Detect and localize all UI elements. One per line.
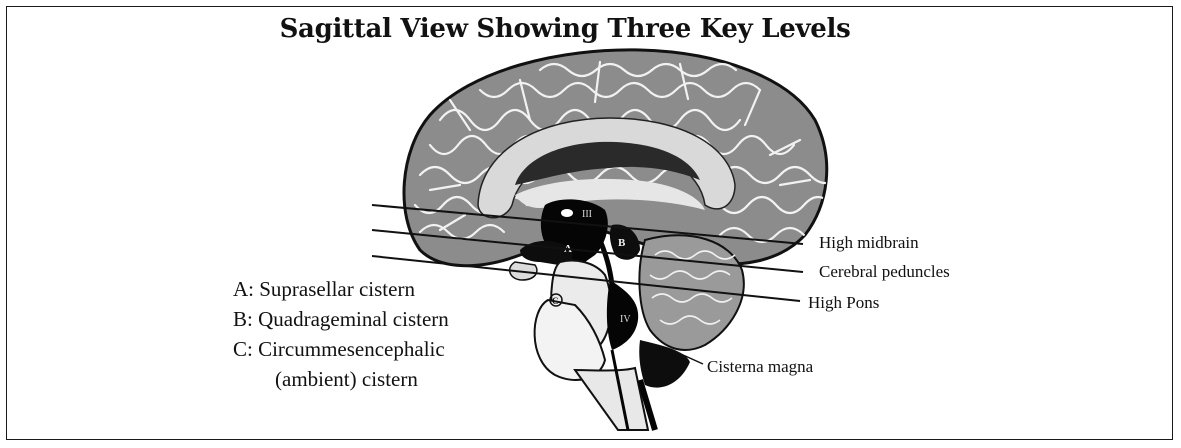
marker-b: B bbox=[618, 237, 626, 249]
legend-b: B: Quadrageminal cistern bbox=[233, 306, 449, 333]
interthalamic-adhesion bbox=[561, 209, 573, 217]
label-high-midbrain: High midbrain bbox=[819, 233, 919, 253]
marker-third-ventricle: III bbox=[582, 209, 592, 220]
label-cerebral-peduncles: Cerebral peduncles bbox=[819, 262, 950, 282]
legend-c-line2: (ambient) cistern bbox=[275, 366, 418, 393]
label-cisterna-magna: Cisterna magna bbox=[707, 357, 813, 377]
legend-a: A: Suprasellar cistern bbox=[233, 276, 415, 303]
marker-fourth-ventricle: IV bbox=[620, 314, 631, 325]
legend-c-line1: C: Circummesencephalic bbox=[233, 336, 445, 363]
label-high-pons: High Pons bbox=[808, 293, 879, 313]
spinal-cord bbox=[575, 368, 648, 430]
marker-c: C bbox=[552, 296, 559, 306]
